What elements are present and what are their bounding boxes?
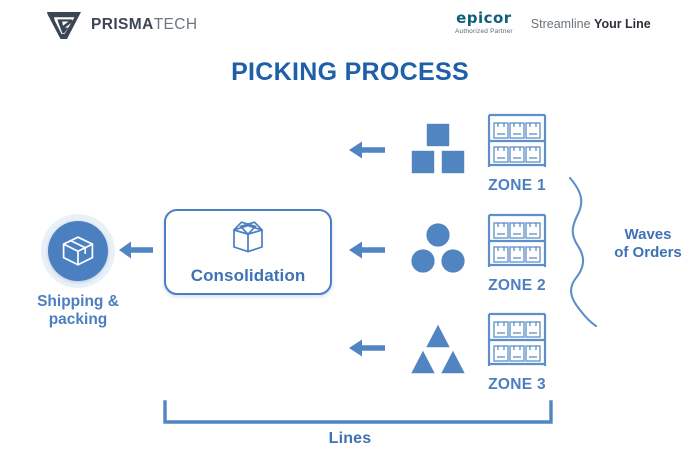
shipping-label-line2: packing	[48, 311, 108, 329]
arrow-to-shipping-icon	[118, 240, 154, 265]
partner-branding: epicor Authorized Partner Streamline You…	[455, 11, 651, 36]
epicor-wordmark: epicor	[456, 9, 512, 27]
shape-cluster-triangles	[404, 320, 468, 376]
consolidation-label: Consolidation	[190, 265, 306, 285]
page-title: PICKING PROCESS	[231, 58, 469, 86]
shelving-rack-icon	[472, 212, 562, 275]
open-carton-icon	[224, 217, 272, 264]
shelving-rack-icon	[472, 112, 562, 175]
tagline: Streamline Your Line	[531, 11, 651, 31]
zone-label-2: ZONE 2	[488, 277, 546, 294]
prismatech-shield-icon	[46, 10, 82, 40]
epicor-partner-subtitle: Authorized Partner	[455, 28, 513, 35]
zone-group-1: ZONE 1	[472, 112, 562, 195]
shelving-rack-icon	[472, 311, 562, 374]
lines-label: Lines	[328, 430, 372, 447]
prismatech-wordmark: PRISMATECH	[91, 17, 197, 33]
shipping-node	[41, 214, 115, 288]
tagline-light: Streamline	[530, 17, 595, 31]
tagline-bold: Your Line	[594, 17, 651, 31]
prismatech-name-bold: PRISMA	[91, 16, 154, 34]
shipping-label: Shipping & packing	[8, 293, 148, 330]
waves-of-orders-label: Waves of Orders	[600, 226, 696, 262]
shape-cluster-circles	[406, 221, 470, 277]
zone-group-3: ZONE 3	[472, 311, 562, 394]
prismatech-logo: PRISMATECH	[46, 10, 197, 40]
prismatech-name-light: TECH	[153, 16, 198, 34]
waves-label-line2: of Orders	[614, 244, 682, 261]
zone-label-1: ZONE 1	[488, 177, 546, 194]
arrow-row-2-icon	[348, 240, 386, 265]
lines-square-bracket-icon	[163, 400, 553, 431]
arrow-row-1-icon	[348, 140, 386, 165]
consolidation-card[interactable]: Consolidation	[164, 209, 332, 295]
arrow-row-3-icon	[348, 338, 386, 363]
waves-label-line1: Waves	[624, 226, 672, 243]
waves-curly-brace-icon	[566, 176, 600, 333]
zone-group-2: ZONE 2	[472, 212, 562, 295]
shape-cluster-squares	[406, 121, 470, 177]
epicor-logo: epicor Authorized Partner	[455, 11, 513, 36]
zone-label-3: ZONE 3	[488, 376, 546, 393]
package-box-icon	[48, 221, 108, 281]
shipping-label-line1: Shipping &	[37, 293, 119, 310]
